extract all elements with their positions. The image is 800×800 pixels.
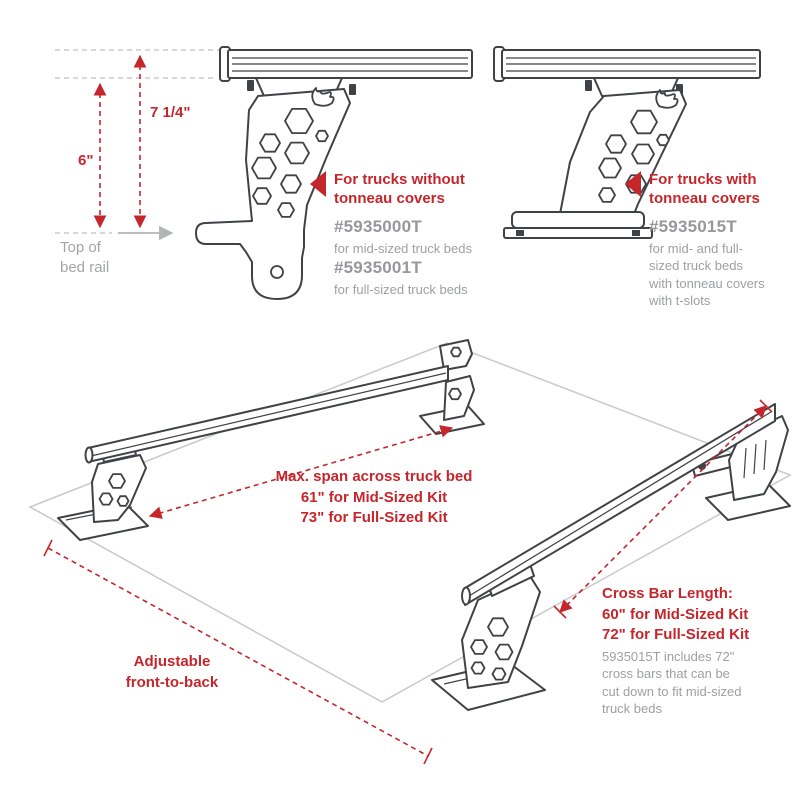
part-description: for mid-sized truck beds	[334, 241, 472, 256]
dimension-6-label: 6"	[78, 152, 94, 169]
max-span-arrow	[148, 425, 454, 519]
part-number-5935000t: #5935000T	[334, 217, 422, 236]
dimension-tick	[553, 399, 773, 619]
dimension-7-1-4-label: 7 1/4"	[150, 104, 191, 121]
cross-bar-length-arrow	[559, 405, 767, 613]
part-number-5935015t: #5935015T	[649, 217, 737, 236]
hex-cutouts	[470, 617, 514, 681]
right-mount-illustration	[493, 46, 761, 239]
annotation-arrows	[43, 171, 773, 765]
cross-bar-length-note: Cross Bar Length: 60" for Mid-Sized Kit …	[602, 585, 750, 644]
tonneau-callout: For trucks with tonneau covers	[649, 171, 760, 208]
no-tonneau-callout: For trucks without tonneau covers	[334, 171, 465, 208]
part-description: for full-sized truck beds	[334, 282, 468, 297]
cross-bar-length-detail: 5935015T includes 72" cross bars that ca…	[602, 649, 742, 716]
part-number-5935001t: #5935001T	[334, 258, 422, 277]
hex-cutouts	[251, 108, 329, 218]
dimension-tick	[43, 539, 433, 765]
bed-rail-reference-label: Top of bed rail	[60, 239, 110, 276]
logo-flame-icon	[311, 87, 335, 107]
right-callout-arrow-icon	[625, 171, 641, 197]
max-span-note: Max. span across truck bed 61" for Mid-S…	[275, 468, 473, 527]
part-description: for mid- and full- sized truck beds with…	[649, 241, 765, 308]
left-mount-illustration	[195, 46, 473, 300]
adjustable-arrow	[47, 547, 429, 757]
bolt-hole	[270, 265, 284, 279]
adjustable-note: Adjustable front-to-back	[125, 653, 219, 691]
hex-cutouts	[98, 473, 130, 507]
left-callout-arrow-icon	[310, 171, 326, 197]
dimension-lines	[55, 49, 224, 241]
